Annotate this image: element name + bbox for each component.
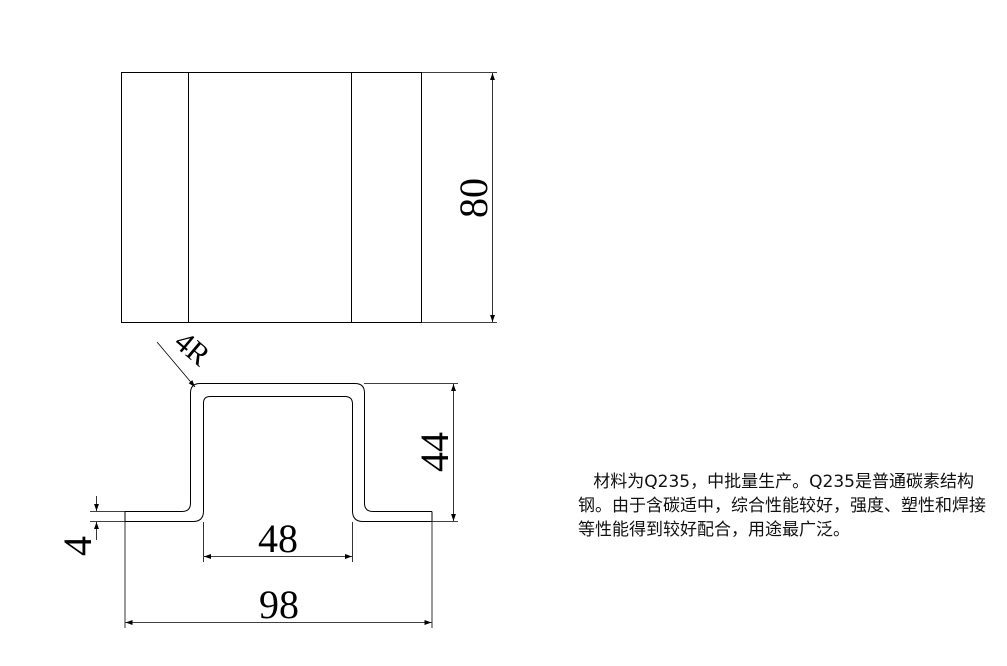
dimension-80-label: 80: [451, 178, 496, 218]
radius-leader-line: [156, 341, 196, 388]
profile-outer-edge: [125, 383, 432, 512]
dimension-98-label: 98: [259, 582, 299, 627]
dimension-48-label: 48: [258, 516, 298, 561]
front-profile: [90, 341, 458, 628]
dimension-44-label: 44: [412, 432, 457, 472]
profile-inner-edge: [125, 396, 432, 522]
bend-radius-label: 4R: [168, 325, 216, 373]
top-view: [121, 72, 497, 323]
material-description: 材料为Q235，中批量生产。Q235是普通碳素结构钢。由于含碳适中，综合性能较好…: [578, 472, 986, 540]
dimension-4-label: 4: [55, 536, 100, 556]
top-view-outline: [121, 72, 422, 323]
